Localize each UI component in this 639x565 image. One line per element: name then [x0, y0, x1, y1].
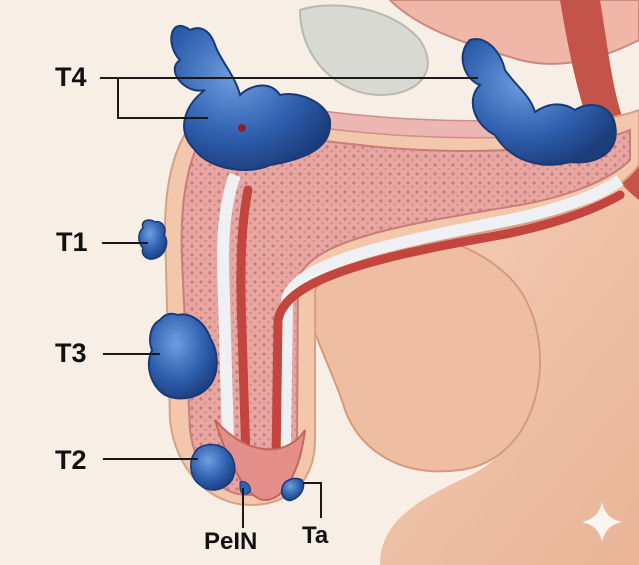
- label-t3: T3: [55, 340, 87, 367]
- tumor-t2: [191, 445, 235, 491]
- label-t1: T1: [56, 229, 88, 256]
- label-ta: Ta: [302, 524, 328, 548]
- label-t4: T4: [55, 64, 87, 91]
- leader-ta: [303, 483, 321, 518]
- label-t2: T2: [55, 447, 87, 474]
- pubic-bone: [300, 5, 428, 95]
- tumor-t1: [139, 220, 167, 259]
- label-pein: PeIN: [204, 530, 257, 554]
- tumor-t4-left: [171, 26, 330, 170]
- tumor-ta: [282, 478, 304, 500]
